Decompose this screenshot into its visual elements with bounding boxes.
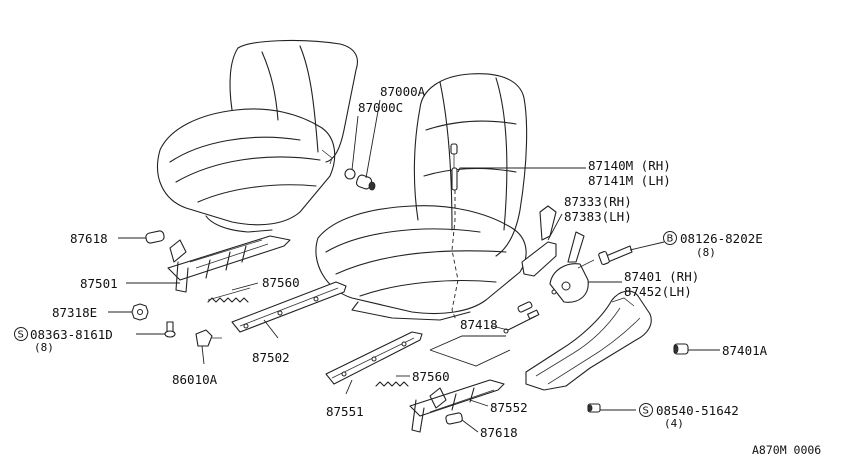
label-08126: 08126-8202E	[680, 231, 763, 246]
s-mark-icon-left	[14, 327, 28, 341]
rail-87502	[231, 281, 347, 333]
right-seat-illustration	[315, 73, 528, 321]
diagram-code: A870M 0006	[752, 443, 821, 457]
s-mark-letter-right: S	[643, 406, 649, 417]
nut-87318E	[131, 303, 149, 321]
cable-routing-outline	[429, 335, 511, 367]
label-08363: 08363-8161D	[30, 327, 113, 342]
bolt-08363	[164, 321, 176, 338]
label-87000A: 87000A	[380, 84, 426, 99]
side-cover-87401A	[525, 290, 652, 391]
label-08540-qty: (4)	[664, 417, 684, 430]
rail-87552	[409, 379, 505, 433]
label-87618-top: 87618	[70, 231, 108, 246]
label-87141M: 87141M (LH)	[588, 173, 671, 188]
label-87140M: 87140M (RH)	[588, 158, 671, 173]
label-87560-top: 87560	[262, 275, 300, 290]
label-08540: 08540-51642	[656, 403, 739, 418]
label-87418: 87418	[460, 317, 498, 332]
bolt-08126	[598, 245, 633, 265]
bolt-87401A	[673, 343, 689, 355]
knob-part	[344, 168, 376, 191]
rail-87551	[325, 331, 423, 385]
label-87552: 87552	[490, 400, 528, 415]
label-87401A: 87401A	[722, 343, 768, 358]
label-87333: 87333(RH)	[564, 194, 632, 209]
left-slide-rail-assembly	[145, 230, 291, 293]
recliner-87401	[549, 231, 595, 303]
left-seat-illustration	[156, 39, 358, 233]
label-08126-qty: (8)	[696, 246, 716, 259]
label-87618-bottom: 87618	[480, 425, 518, 440]
label-86010A: 86010A	[172, 372, 218, 387]
leader-lines	[108, 99, 720, 433]
release-cable-dashed	[451, 190, 459, 321]
cable-87418	[503, 301, 540, 334]
anchor-86010A	[195, 329, 222, 347]
screw-08540	[587, 403, 601, 413]
hinge-cover-87333	[521, 205, 557, 277]
s-mark-letter-left: S	[18, 330, 24, 341]
label-87318E: 87318E	[52, 305, 97, 320]
s-mark-icon-right	[639, 403, 653, 417]
label-08363-qty: (8)	[34, 341, 54, 354]
b-mark-letter: B	[667, 234, 674, 245]
label-87501: 87501	[80, 276, 118, 291]
label-87560-bottom: 87560	[412, 369, 450, 384]
label-87452: 87452(LH)	[624, 284, 692, 299]
b-mark-icon	[663, 231, 677, 245]
label-87401: 87401 (RH)	[624, 269, 699, 284]
label-87502: 87502	[252, 350, 290, 365]
headrest-lock-part	[450, 143, 458, 191]
label-87551: 87551	[326, 404, 364, 419]
spring-87560-top	[207, 287, 251, 303]
spring-87560-bottom	[375, 381, 409, 387]
label-87000C: 87000C	[358, 100, 403, 115]
label-87383: 87383(LH)	[564, 209, 632, 224]
